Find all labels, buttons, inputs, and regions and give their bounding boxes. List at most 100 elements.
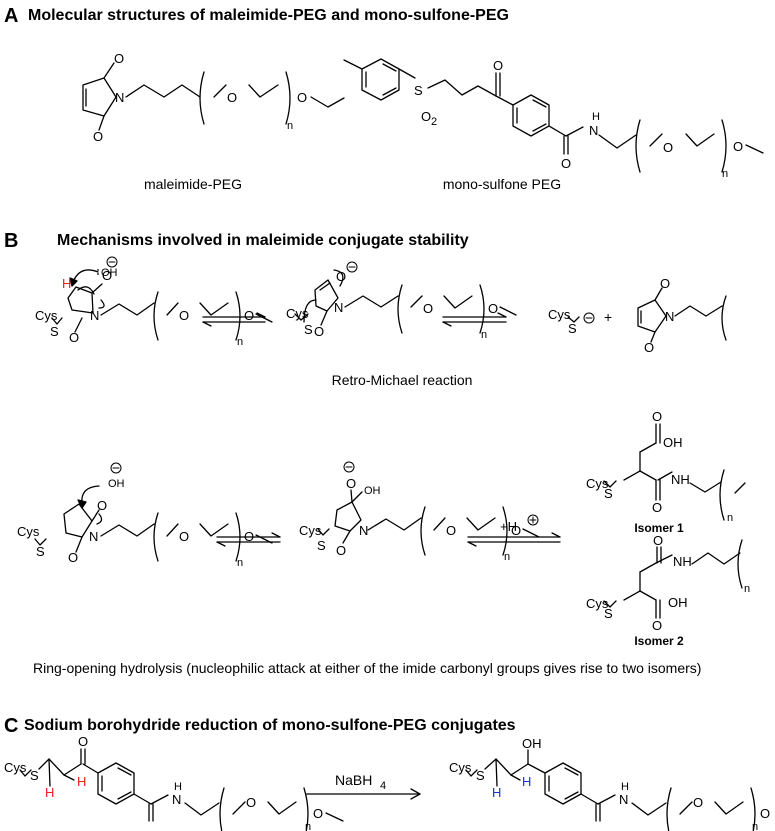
subscript-n: n [237,557,243,569]
atom-cys: Cys [17,524,40,539]
atom-o: O [336,543,346,558]
atom-h-alpha: H [522,774,531,789]
subscript-n: n [722,168,728,180]
atom-o: O [313,806,323,821]
atom-cys: Cys [586,596,609,611]
atom-o: O [660,276,670,291]
subscript-n: n [752,821,758,831]
sulfone-conjugate-reactant [19,748,344,831]
atom-s: S [414,83,423,98]
red-h-bonds [48,758,75,787]
atom-o: O [69,330,79,345]
atom-nh: NH [673,554,692,569]
atom-o: O [733,139,743,154]
atom-n: N [619,792,628,807]
reaction-arrow [306,788,421,800]
atom-n: N [589,123,598,138]
atom-s: S [604,606,613,621]
atom-cys: Cys [4,760,27,775]
atom-o: O [653,533,663,548]
atom-h: H [174,781,182,793]
panel-a-letter: A [4,5,18,27]
panel-a-title: Molecular structures of maleimide-PEG an… [28,7,509,24]
atom-n: N [172,792,181,807]
isomer-2-label: Isomer 2 [634,634,684,648]
atom-h: H [592,111,600,123]
atom-nh: NH [671,472,690,487]
atom-o: O [652,409,662,424]
atom-oh: OH [522,736,542,751]
proton-charge-icon [527,514,539,526]
equilibrium-arrow [467,532,561,547]
atom-o: O [93,129,103,144]
atom-s: S [50,324,59,339]
atom-o: O [693,795,703,810]
isomer-1-structure [603,423,746,521]
subscript-n: n [237,336,243,348]
subscript-n: n [305,821,311,831]
atom-o: O [760,806,770,821]
hydrolysis-caption: Ring-opening hydrolysis (nucleophilic at… [33,660,701,676]
atom-cys: Cys [449,760,472,775]
subscript-n: n [727,512,733,524]
atom-o: O [227,90,237,105]
atom-h-alpha: H [77,774,86,789]
atom-o: O [179,529,189,544]
atom-o: O [314,324,324,339]
hydroxide-charge-icon [110,462,122,474]
atom-o: O [179,308,189,323]
subscript-n: n [504,551,510,563]
atom-o: O [97,498,107,513]
atom-h: H [621,781,629,793]
mono-sulfone-peg-structure [343,58,764,173]
atom-s: S [568,321,577,336]
panel-c-title: Sodium borohydride reduction of mono-sul… [24,717,516,734]
atom-o: O [423,301,433,316]
reagent-label: NaBH [335,772,372,788]
thiosuccinimide-conjugate [51,269,273,341]
atom-o: O [561,156,571,171]
atom-h-alpha: H [492,785,501,800]
atom-o: O [511,523,521,538]
atom-o: O [246,795,256,810]
hydroxide-oh: OH [101,267,118,279]
atom-s: S [476,768,485,783]
free-maleimide-peg [637,287,727,343]
hydroxide-charge-icon [97,256,118,275]
atom-o: O [663,140,673,155]
atom-o: O [652,618,662,633]
atom-n: N [665,309,674,324]
atom-s: S [317,538,326,553]
atom-o: O [488,301,498,316]
atom-o: O [644,340,654,355]
proton-label: +H [500,519,517,534]
atom-n: N [115,90,124,105]
atom-s: S [36,544,45,559]
enolate-intermediate [294,269,517,334]
thiolate-charge-icon [567,312,595,324]
atom-cys: Cys [548,307,571,322]
atom-cys: Cys [299,523,322,538]
atom-cys: Cys [35,308,58,323]
alkoxide-charge-icon [343,461,355,473]
isomer-1-label: Isomer 1 [634,521,684,535]
panel-b-title: Mechanisms involved in maleimide conjuga… [57,232,469,249]
atom-n: N [90,308,99,323]
subscript-n: n [287,120,293,132]
atom-s: S [30,768,39,783]
atom-h-alpha: H [45,785,54,800]
atom-o: O [102,268,112,283]
hydroxyl-oh: OH [364,485,381,497]
atom-o-enolate: O [336,269,346,284]
atom-s: S [604,486,613,501]
atom-oh: OH [668,595,688,610]
atom-s: S [304,322,313,337]
atom-o: O [446,523,456,538]
atom-o: O [244,308,254,323]
subscript-n: n [481,329,487,341]
atom-cys: Cys [286,306,309,321]
reagent-subscript: 4 [380,780,386,792]
atom-n: N [89,529,98,544]
atom-o: O [493,58,503,73]
